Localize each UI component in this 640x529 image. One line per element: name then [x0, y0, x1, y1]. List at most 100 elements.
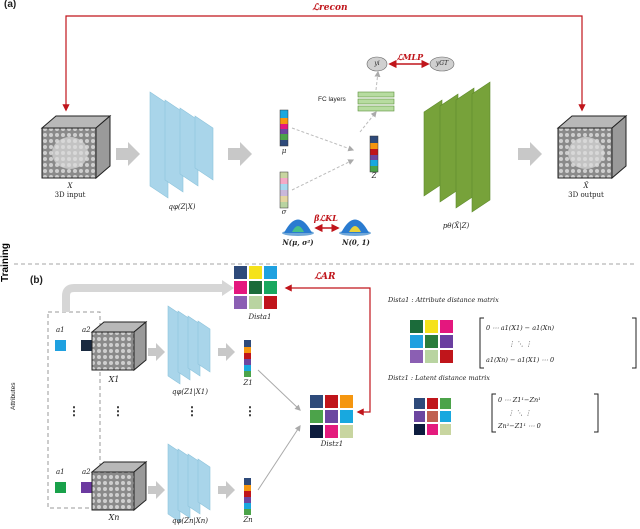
output-symbol: X̂	[583, 182, 589, 190]
a1-label-top: a1	[56, 326, 65, 334]
matrix-cell	[325, 425, 338, 438]
attributes-label: Attributes	[10, 382, 17, 410]
a1-label-bottom: a1	[56, 468, 65, 476]
latent-matrix-title: Distz1 : Latent distance matrix	[388, 374, 490, 382]
zn-label: Zn	[243, 516, 253, 524]
matrix-cell	[440, 424, 451, 435]
matrix-cell	[427, 398, 438, 409]
matrix-cell	[264, 281, 277, 294]
normal-prior-label: N(μ, σ²)	[282, 238, 314, 247]
matrix-cell	[340, 410, 353, 423]
ygt-node	[429, 56, 455, 72]
matrix-cell	[440, 335, 453, 348]
encoder-1-block	[167, 305, 211, 385]
xn-volume	[90, 460, 148, 512]
matrix-cell	[310, 395, 323, 408]
encn-label: qφ(Zn|Xn)	[171, 517, 209, 525]
dots-encoders: ⋮	[186, 404, 198, 418]
attr-matrix-row-2: ⋮ ⋱ ⋮	[508, 340, 532, 348]
input-symbol: X	[67, 182, 73, 190]
std-normal-icon	[339, 219, 371, 236]
dots-latents: ⋮	[244, 404, 256, 418]
xn-label: Xn	[108, 513, 120, 522]
matrix-cell	[264, 266, 277, 279]
attr-matrix-row-3: a1(Xn) − a1(X1) ⋯ 0	[486, 356, 555, 364]
mlp-loss-label: ℒMLP	[396, 52, 424, 62]
x1-volume	[90, 320, 148, 372]
attr-swatch-n-a1	[55, 482, 66, 493]
ar-loss-label: ℒAR	[314, 272, 336, 282]
fc-layers	[357, 91, 395, 112]
z1-vector	[244, 340, 251, 377]
arrow-input-encoder	[116, 142, 140, 166]
arrow-encoder-latent	[228, 142, 252, 166]
dist-z1-matrix	[310, 395, 353, 438]
matrix-cell	[440, 320, 453, 333]
matrix-cell	[325, 410, 338, 423]
latent-matrix-body: 0 ⋯ Z1¹−Zn¹ ⋮ ⋱ ⋮ Zn¹−Z1¹ ⋯ 0	[498, 394, 541, 433]
attr-matrix-body: 0 ⋯ a1(X1) − a1(Xn) ⋮ ⋱ ⋮ a1(Xn) − a1(X1…	[486, 320, 554, 368]
matrix-cell	[425, 320, 438, 333]
a2-label-bottom: a2	[82, 468, 91, 476]
kl-loss-label: βℒKL	[314, 213, 338, 223]
output-volume	[556, 114, 628, 180]
dist-a1-label: Dista1	[248, 313, 272, 321]
recon-loss-label: ℒrecon	[312, 3, 348, 13]
matrix-cell	[410, 320, 423, 333]
encoder-label: qφ(Z|X)	[168, 203, 196, 211]
matrix-cell	[440, 411, 451, 422]
matrix-cell	[340, 395, 353, 408]
matrix-cell	[427, 424, 438, 435]
input-volume	[40, 114, 112, 180]
matrix-cell	[249, 266, 262, 279]
training-side-label: Training	[0, 243, 11, 282]
attr-matrix-swatch	[410, 320, 453, 363]
matrix-cell	[410, 335, 423, 348]
latent-matrix-row-3: Zn¹−Z1¹ ⋯ 0	[498, 422, 541, 430]
yi-label: yi	[374, 60, 380, 67]
matrix-cell	[234, 281, 247, 294]
encoder-n-block	[167, 443, 211, 523]
attr-swatch-1-a1	[55, 340, 66, 351]
zn-vector	[244, 478, 251, 515]
recon-loss-line	[62, 15, 586, 112]
yi-node	[366, 56, 388, 72]
a2-label-top: a2	[82, 326, 91, 334]
ygt-label: yGT	[435, 60, 449, 67]
sigma-vector	[279, 171, 289, 209]
matrix-cell	[440, 398, 451, 409]
dist-a1-matrix	[234, 266, 277, 309]
normal-prior-icon	[282, 219, 314, 236]
dist-z1-label: Distz1	[320, 440, 344, 448]
input-label: 3D input	[54, 191, 86, 199]
matrix-cell	[264, 296, 277, 309]
decoder-block	[423, 81, 491, 213]
matrix-cell	[310, 425, 323, 438]
arrow-decoder-output	[518, 142, 542, 166]
matrix-cell	[440, 350, 453, 363]
latent-matrix-row-1: 0 ⋯ Z1¹−Zn¹	[498, 396, 541, 404]
latent-matrix-swatch	[414, 398, 451, 435]
mu-label: μ	[281, 147, 287, 155]
matrix-cell	[414, 398, 425, 409]
output-label: 3D output	[568, 191, 604, 199]
matrix-cell	[425, 350, 438, 363]
matrix-cell	[410, 350, 423, 363]
std-normal-label: N(0, 1)	[342, 238, 370, 247]
z1-label: Z1	[243, 379, 253, 387]
matrix-cell	[249, 296, 262, 309]
x1-label: X1	[108, 375, 120, 384]
matrix-cell	[234, 296, 247, 309]
attr-swatch-n-a2	[81, 482, 92, 493]
attr-matrix-row-1: 0 ⋯ a1(X1) − a1(Xn)	[486, 324, 555, 332]
matrix-cell	[425, 335, 438, 348]
matrix-cell	[414, 411, 425, 422]
dots-volumes: ⋮	[112, 404, 124, 418]
matrix-cell	[427, 411, 438, 422]
z-vector	[369, 135, 379, 173]
decoder-label: pθ(X̂|Z)	[442, 222, 470, 230]
dots-attributes: ⋮	[68, 404, 80, 418]
matrix-cell	[325, 395, 338, 408]
matrix-cell	[414, 424, 425, 435]
